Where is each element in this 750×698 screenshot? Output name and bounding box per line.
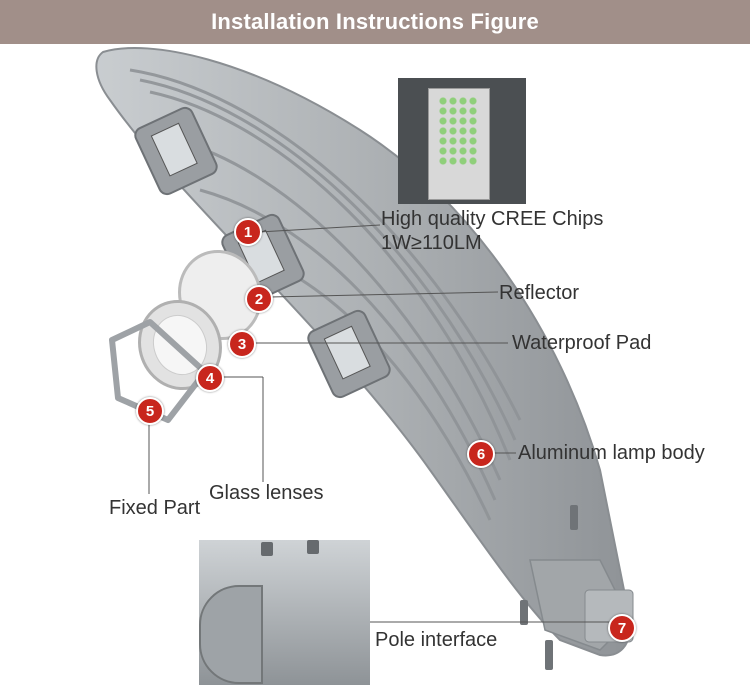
callout-badge-7: 7 — [608, 614, 636, 642]
callout-label-4: Glass lenses — [209, 482, 324, 504]
led-module-bottom — [307, 309, 391, 399]
callout-label-6: Aluminum lamp body — [518, 442, 705, 464]
pole-socket-bolt-1 — [261, 542, 273, 556]
callout-badge-2: 2 — [245, 285, 273, 313]
callout-badge-6: 6 — [467, 440, 495, 468]
callout-label-1-text: High quality CREE Chips — [381, 208, 604, 230]
callout-label-5: Fixed Part — [109, 497, 201, 519]
bolts — [520, 505, 578, 670]
pole-interface-inset — [199, 540, 370, 685]
figure-title: Installation Instructions Figure — [211, 9, 539, 34]
fixed-part-frame — [109, 319, 208, 423]
callout-label-2: Reflector — [499, 282, 580, 304]
led-chips-inset — [398, 78, 526, 204]
pole-socket-bolt-2 — [307, 540, 319, 554]
figure-title-bar: Installation Instructions Figure — [0, 0, 750, 44]
callout-badge-4: 4 — [196, 364, 224, 392]
led-chip-grid — [438, 96, 478, 166]
callout-label-3: Waterproof Pad — [512, 332, 652, 354]
led-module-top — [134, 106, 218, 196]
callout-label-1: High quality CREE Chips 1W≥110LM — [381, 207, 603, 255]
callout-badge-5: 5 — [136, 397, 164, 425]
callout-badge-3: 3 — [228, 330, 256, 358]
callout-label-1-subtext: 1W≥110LM — [381, 232, 482, 254]
callout-label-7: Pole interface — [375, 629, 498, 651]
leader-lines — [148, 224, 610, 623]
callout-badge-1: 1 — [234, 218, 262, 246]
pole-socket — [199, 585, 263, 684]
